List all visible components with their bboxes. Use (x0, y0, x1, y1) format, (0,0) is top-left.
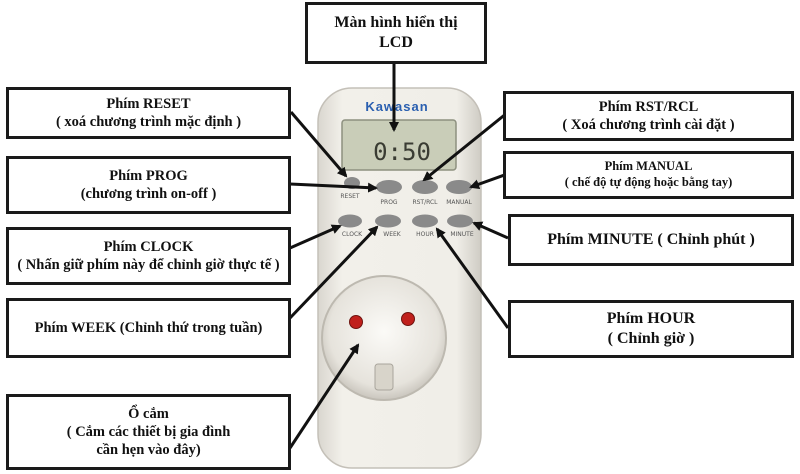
callout-manual: Phím MANUAL ( chế độ tự động hoặc bằng t… (503, 151, 794, 199)
callout-lcd-title: Màn hình hiển thị (334, 14, 458, 31)
callout-lcd: Màn hình hiển thị LCD (305, 2, 487, 64)
callout-socket-sub1: ( Cắm các thiết bị gia đình (66, 423, 231, 440)
callout-rstrcl: Phím RST/RCL ( Xoá chương trình cài đặt … (503, 91, 794, 141)
callout-reset: Phím RESET ( xoá chương trình mặc định ) (6, 87, 291, 139)
callout-prog: Phím PROG (chương trình on-off ) (6, 156, 291, 214)
minute-label: MINUTE (450, 231, 473, 238)
callout-minute-title: Phím MINUTE ( Chỉnh phút ) (547, 231, 755, 248)
prog-label: PROG (380, 199, 398, 206)
callout-manual-title: Phím MANUAL (604, 159, 693, 174)
lcd-reading: 0:50 (373, 138, 431, 166)
brand-logo: Kawasan (365, 99, 428, 114)
callout-prog-sub: (chương trình on-off ) (80, 186, 217, 202)
callout-hour-title: Phím HOUR (606, 310, 696, 327)
callout-arrows (288, 60, 511, 449)
rstrcl-button (412, 180, 438, 194)
reset-label: RESET (340, 193, 360, 200)
callout-hour-sub: ( Chỉnh giờ ) (607, 330, 695, 347)
socket-ground-clip (374, 363, 394, 391)
callout-clock-title: Phím CLOCK (103, 238, 194, 255)
socket-pin-right (401, 312, 415, 326)
callout-hour: Phím HOUR ( Chỉnh giờ ) (508, 300, 794, 358)
week-label: WEEK (383, 231, 402, 238)
callout-minute: Phím MINUTE ( Chỉnh phút ) (508, 214, 794, 266)
callout-socket-title: Ổ cắm (128, 405, 169, 422)
callout-week: Phím WEEK (Chỉnh thứ trong tuần) (6, 298, 291, 358)
callout-socket: Ổ cắm ( Cắm các thiết bị gia đình cần hẹ… (6, 394, 291, 470)
clock-label: CLOCK (342, 231, 363, 238)
rstrcl-label: RST/RCL (412, 199, 438, 206)
callout-lcd-sub: LCD (379, 34, 413, 51)
callout-week-title: Phím WEEK (Chỉnh thứ trong tuần) (34, 319, 263, 336)
hour-button (412, 214, 438, 228)
hour-label: HOUR (416, 231, 434, 238)
callout-reset-title: Phím RESET (106, 95, 191, 112)
callout-reset-sub: ( xoá chương trình mặc định ) (55, 114, 242, 130)
minute-button (447, 214, 473, 228)
manual-button (446, 180, 472, 194)
prog-button (376, 180, 402, 194)
callout-prog-title: Phím PROG (109, 167, 188, 184)
clock-button (338, 214, 362, 228)
socket-pin-left (349, 315, 363, 329)
callout-manual-sub: ( chế độ tự động hoặc bằng tay) (564, 175, 733, 189)
socket (321, 275, 447, 401)
callout-clock-sub: ( Nhấn giữ phím này để chỉnh giờ thực tế… (17, 257, 280, 273)
manual-label: MANUAL (446, 199, 472, 206)
callout-rstrcl-sub: ( Xoá chương trình cài đặt ) (562, 117, 735, 133)
callout-clock: Phím CLOCK ( Nhấn giữ phím này để chỉnh … (6, 227, 291, 285)
lcd-screen (341, 119, 457, 171)
week-button (375, 214, 401, 228)
callout-rstrcl-title: Phím RST/RCL (598, 98, 699, 115)
callout-socket-sub2: cần hẹn vào đây) (96, 442, 201, 459)
